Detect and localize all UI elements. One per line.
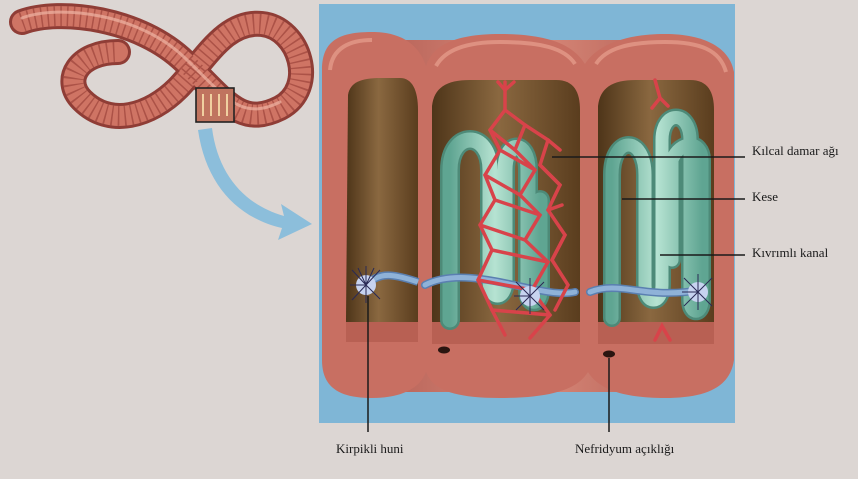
label-nephridiopore: Nefridyum açıklığı bbox=[575, 442, 674, 455]
label-bladder: Kese bbox=[752, 190, 778, 203]
magnify-arrow bbox=[198, 128, 312, 240]
detail-box bbox=[196, 88, 234, 122]
label-capillary-network: Kılcal damar ağı bbox=[752, 144, 839, 157]
earthworm-drawing bbox=[22, 12, 301, 122]
label-coiled-tubule: Kıvrımlı kanal bbox=[752, 246, 828, 259]
label-ciliated-funnel: Kirpikli huni bbox=[336, 442, 404, 455]
